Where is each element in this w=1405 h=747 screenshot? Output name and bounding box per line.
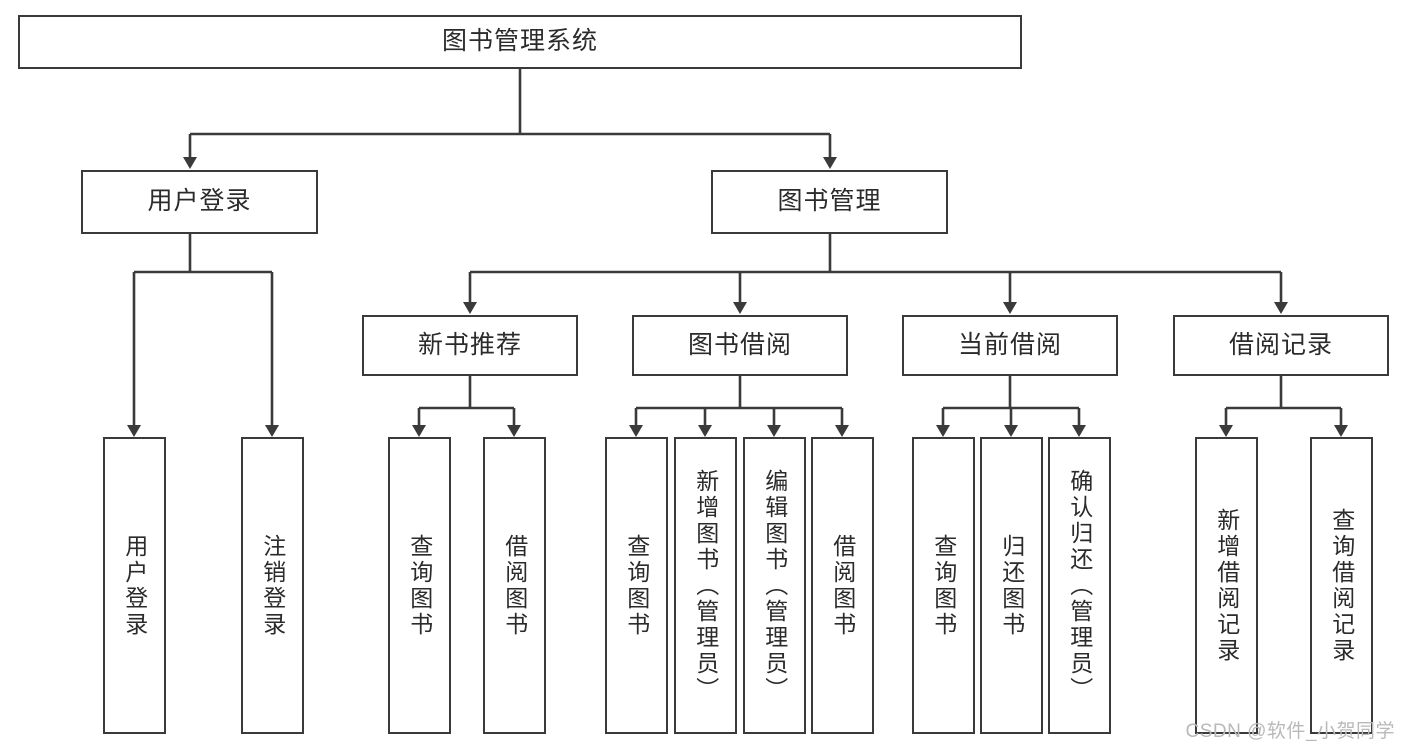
leaf-logout[interactable]: 注销登录 bbox=[241, 437, 304, 734]
leaf-query-book-borrow[interactable]: 查询图书 bbox=[605, 437, 668, 734]
node-root-system[interactable]: 图书管理系统 bbox=[18, 15, 1022, 69]
node-label: 图书管理系统 bbox=[441, 27, 598, 56]
node-label: 确认归还（管理员） bbox=[1066, 468, 1093, 703]
node-current-borrow[interactable]: 当前借阅 bbox=[902, 315, 1118, 376]
node-new-book-recommend[interactable]: 新书推荐 bbox=[362, 315, 578, 376]
node-label: 图书借阅 bbox=[687, 330, 792, 359]
leaf-borrow-book-recommend[interactable]: 借阅图书 bbox=[483, 437, 546, 734]
leaf-query-borrow-record[interactable]: 查询借阅记录 bbox=[1310, 437, 1373, 734]
node-book-manage[interactable]: 图书管理 bbox=[711, 170, 948, 234]
node-label: 借阅图书 bbox=[829, 533, 856, 638]
node-borrow-record[interactable]: 借阅记录 bbox=[1173, 315, 1389, 376]
node-label: 用户登录 bbox=[121, 533, 148, 638]
node-label: 查询图书 bbox=[623, 533, 650, 638]
node-label: 借阅图书 bbox=[501, 533, 528, 638]
node-label: 当前借阅 bbox=[957, 330, 1062, 359]
node-label: 借阅记录 bbox=[1228, 330, 1333, 359]
leaf-query-book-current[interactable]: 查询图书 bbox=[912, 437, 975, 734]
leaf-user-login[interactable]: 用户登录 bbox=[103, 437, 166, 734]
node-label: 新增图书（管理员） bbox=[692, 468, 719, 703]
node-label: 查询图书 bbox=[930, 533, 957, 638]
node-label: 图书管理 bbox=[777, 187, 882, 216]
node-label: 归还图书 bbox=[998, 533, 1025, 638]
leaf-edit-book-admin[interactable]: 编辑图书（管理员） bbox=[743, 437, 806, 734]
node-label: 查询借阅记录 bbox=[1328, 507, 1355, 664]
leaf-return-book[interactable]: 归还图书 bbox=[980, 437, 1043, 734]
node-book-borrow[interactable]: 图书借阅 bbox=[632, 315, 848, 376]
node-label: 用户登录 bbox=[147, 187, 252, 216]
csdn-watermark: CSDN @软件_小贺同学 bbox=[1185, 721, 1395, 742]
leaf-add-book-admin[interactable]: 新增图书（管理员） bbox=[674, 437, 737, 734]
leaf-borrow-book[interactable]: 借阅图书 bbox=[811, 437, 874, 734]
leaf-confirm-return-admin[interactable]: 确认归还（管理员） bbox=[1048, 437, 1111, 734]
node-label: 编辑图书（管理员） bbox=[761, 468, 788, 703]
node-label: 注销登录 bbox=[259, 533, 286, 638]
leaf-query-book-recommend[interactable]: 查询图书 bbox=[388, 437, 451, 734]
leaf-add-borrow-record[interactable]: 新增借阅记录 bbox=[1195, 437, 1258, 734]
node-label: 新书推荐 bbox=[417, 330, 522, 359]
node-label: 查询图书 bbox=[406, 533, 433, 638]
node-user-login[interactable]: 用户登录 bbox=[81, 170, 318, 234]
node-label: 新增借阅记录 bbox=[1213, 507, 1240, 664]
